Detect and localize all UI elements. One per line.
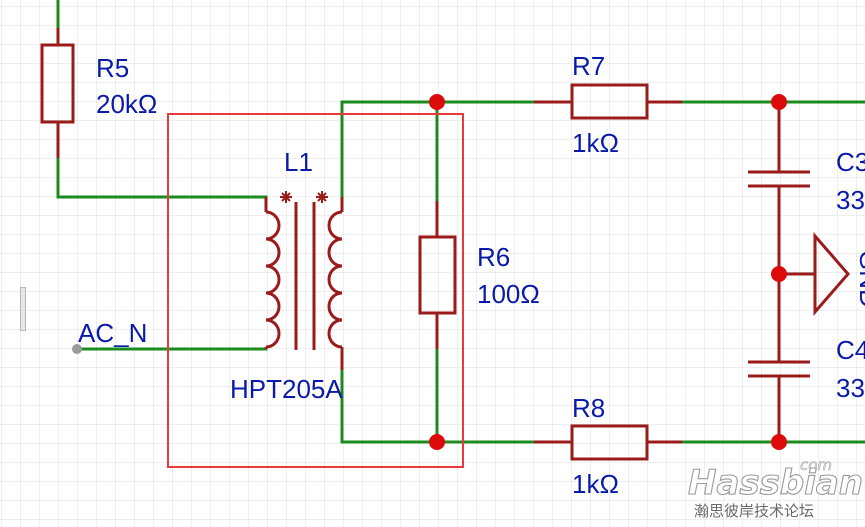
- c4-symbol[interactable]: [748, 274, 810, 442]
- wires: [56, 0, 865, 444]
- r8-value: 1kΩ: [572, 469, 619, 499]
- l1-designator: L1: [284, 147, 313, 177]
- wire-l1-right-bottom: [340, 368, 574, 444]
- c3-symbol[interactable]: [748, 102, 810, 274]
- r7-symbol[interactable]: [534, 83, 682, 120]
- r5-designator: R5: [96, 53, 129, 83]
- r7-value: 1kΩ: [572, 128, 619, 158]
- r6-value: 100Ω: [477, 279, 540, 309]
- r8-designator: R8: [572, 393, 605, 423]
- junction-dot: [771, 266, 787, 282]
- c3-designator: C3: [836, 147, 865, 177]
- r5-value: 20kΩ: [96, 89, 157, 119]
- l1-symbol[interactable]: [264, 197, 344, 370]
- r8-symbol[interactable]: [534, 424, 682, 461]
- r6-designator: R6: [477, 242, 510, 272]
- gnd-net-label: GND: [854, 250, 865, 308]
- wire-r5-to-l1: [56, 156, 268, 199]
- acn-net-label: AC_N: [78, 318, 147, 348]
- wire-l1-right-top: [340, 100, 574, 199]
- junction-dot: [771, 434, 787, 450]
- l1-polarity-marks: [280, 191, 328, 203]
- l1-part-number: HPT205A: [230, 374, 343, 404]
- c4-designator: C4: [836, 335, 865, 365]
- selection-highlight-box[interactable]: [167, 113, 464, 468]
- watermark-brand: Hassbian: [688, 463, 863, 503]
- panel-resize-handle[interactable]: [20, 287, 26, 331]
- c4-value: 33: [836, 373, 865, 403]
- acn-net-port[interactable]: [72, 344, 82, 354]
- watermark-tld: com: [800, 456, 832, 474]
- junction-dot: [429, 434, 445, 450]
- component-symbols: [40, 28, 850, 461]
- r6-symbol[interactable]: [418, 201, 457, 349]
- junctions: [429, 94, 787, 450]
- junction-dot: [429, 94, 445, 110]
- r7-designator: R7: [572, 51, 605, 81]
- c3-value: 33: [836, 185, 865, 215]
- watermark-tagline: 瀚思彼岸技术论坛: [694, 502, 814, 520]
- watermark: com Hassbian 瀚思彼岸技术论坛: [687, 456, 863, 520]
- r5-symbol[interactable]: [40, 28, 75, 158]
- junction-dot: [771, 94, 787, 110]
